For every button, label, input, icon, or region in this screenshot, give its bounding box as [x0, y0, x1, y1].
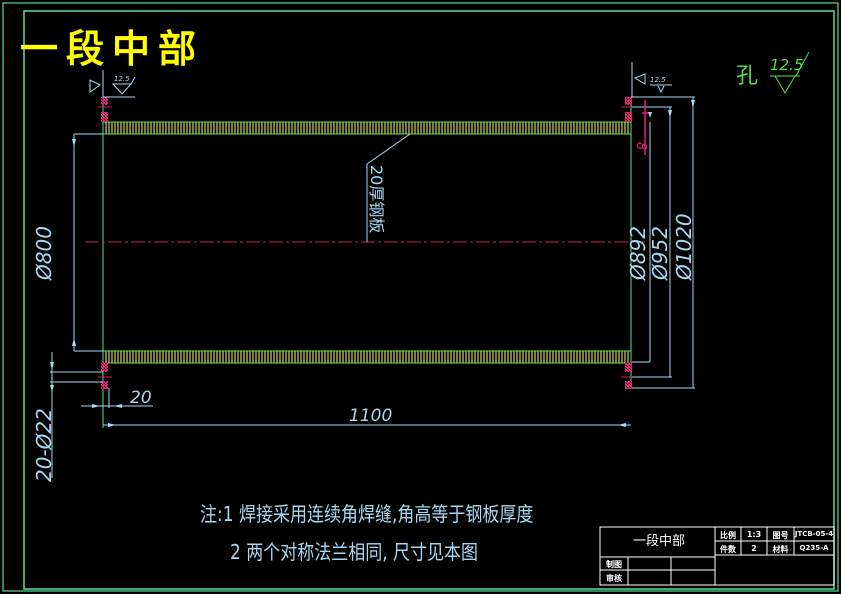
- dim-d892: Ø892: [626, 226, 650, 280]
- note-1: 注:1 焊接采用连续角焊缝,角高等于钢板厚度: [200, 502, 534, 526]
- tb-drawn-label: 制图: [606, 560, 622, 569]
- roughness-left: 12.5: [114, 75, 130, 83]
- shell-top-wall: [102, 121, 632, 135]
- hole-roughness-value: 12.5: [770, 56, 804, 74]
- drawing-title: 一段中部: [20, 27, 205, 71]
- dimension-arrows: [50, 100, 695, 427]
- tb-material-label: 材料: [772, 545, 789, 554]
- roughness-right: 12.5: [650, 76, 666, 84]
- dim-inner-diameter: Ø800: [32, 226, 56, 280]
- hole-label: 孔: [736, 64, 759, 89]
- left-flange: [98, 97, 112, 389]
- tb-qty-value: 2: [751, 544, 757, 553]
- tb-drawing-no-value: JTCB-05-4: [794, 530, 834, 538]
- dim-offset: 8: [633, 142, 648, 151]
- tb-qty-label: 件数: [720, 545, 736, 554]
- title-block: [599, 526, 835, 586]
- shell-bottom-wall: [102, 350, 632, 364]
- dim-flange-thickness: 20: [130, 388, 152, 408]
- tb-scale-value: 1:3: [746, 530, 762, 539]
- offset-dimension: [642, 100, 648, 155]
- dim-holes: 20-Ø22: [32, 408, 56, 482]
- note-2: 2 两个对称法兰相同, 尺寸见本图: [230, 540, 479, 564]
- tb-material-value: Q235-A: [799, 544, 829, 552]
- dim-length: 1100: [349, 406, 393, 426]
- dim-d952: Ø952: [648, 226, 672, 280]
- plate-note: 20厚钢板: [367, 165, 386, 234]
- hole-roughness-symbol: [770, 51, 810, 94]
- dim-d1020: Ø1020: [672, 213, 696, 280]
- tb-checked-label: 审核: [606, 574, 622, 583]
- tb-drawing-no-label: 图号: [772, 531, 789, 540]
- title-block-name: 一段中部: [632, 534, 685, 549]
- dimension-lines: [50, 62, 695, 478]
- tb-scale-label: 比例: [720, 531, 736, 540]
